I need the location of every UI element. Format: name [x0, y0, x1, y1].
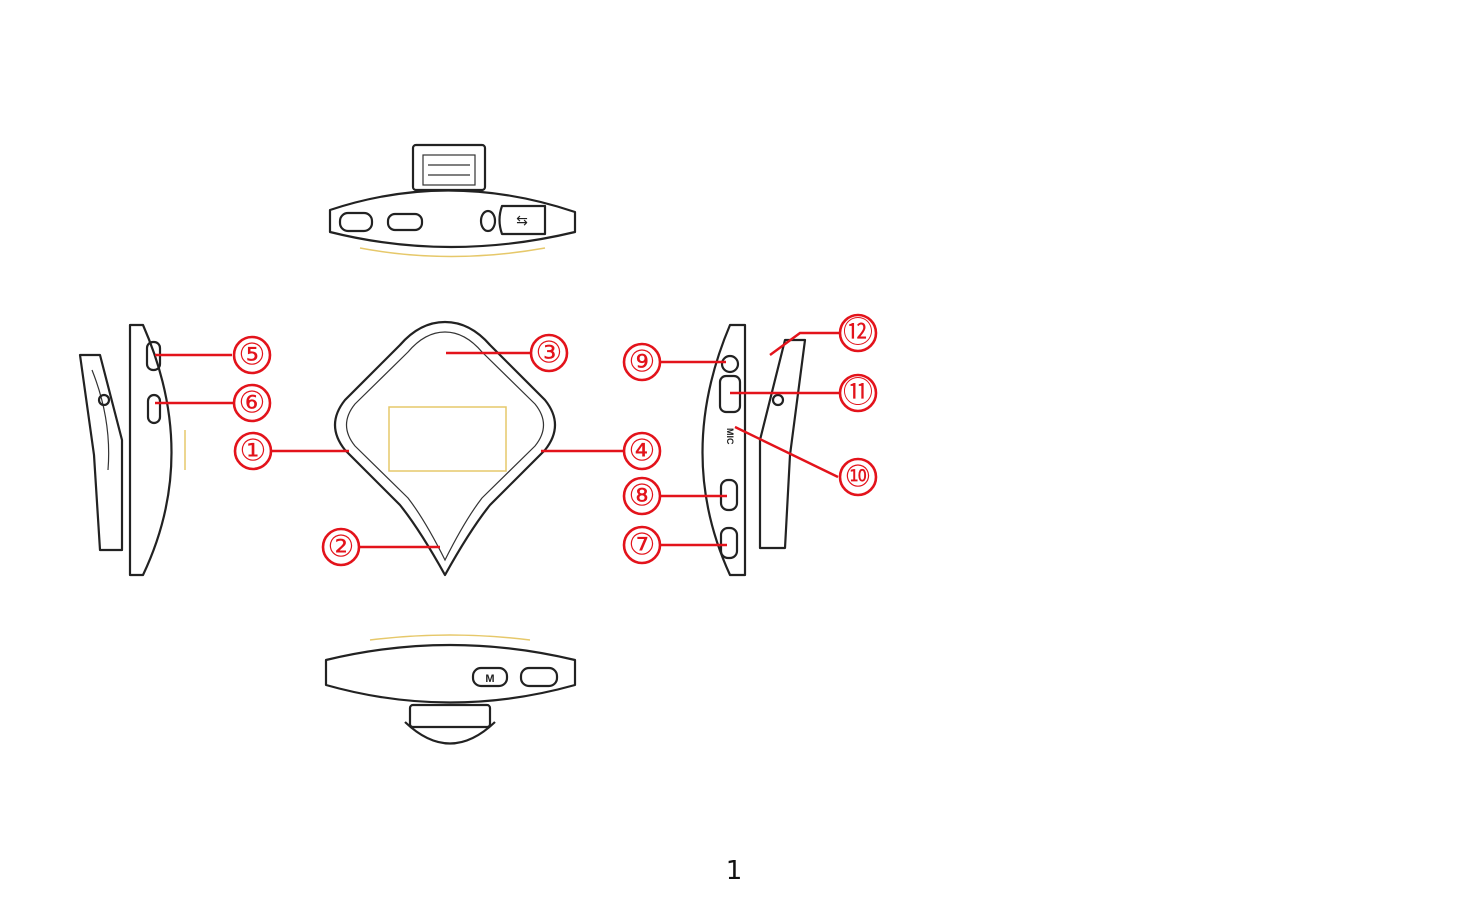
callout-3-label: ③ [536, 336, 563, 371]
callout-10: ⑩ [840, 459, 876, 495]
callout-5-label: ⑤ [239, 338, 266, 373]
callout-1-label: ① [240, 434, 267, 469]
callout-10-label: ⑩ [845, 460, 872, 495]
callout-7: ⑦ [624, 527, 660, 563]
callout-12-label: ⑫ [843, 316, 873, 351]
callout-4-label: ④ [629, 434, 656, 469]
callout-9: ⑨ [624, 344, 660, 380]
callout-2: ② [323, 529, 359, 565]
callout-9-label: ⑨ [629, 345, 656, 380]
page-number: 1 [722, 856, 746, 886]
callout-12: ⑫ [840, 315, 876, 351]
callout-2-label: ② [328, 530, 355, 565]
callout-5: ⑤ [234, 337, 270, 373]
mic-marking: MIC [725, 428, 735, 445]
front-view-device [335, 322, 555, 575]
bottom-view-device: M [326, 635, 575, 744]
left-side-device [80, 325, 185, 575]
svg-text:⇆: ⇆ [516, 213, 528, 229]
callout-3: ③ [531, 335, 567, 371]
callout-4: ④ [624, 433, 660, 469]
callout-6-label: ⑥ [239, 386, 266, 421]
callout-8-label: ⑧ [629, 479, 656, 514]
callout-1: ① [235, 433, 271, 469]
top-view-device: ⇆ [330, 145, 575, 257]
callout-8: ⑧ [624, 478, 660, 514]
callout-11: ⑪ [840, 375, 876, 411]
callout-11-label: ⑪ [843, 376, 873, 411]
callout-7-label: ⑦ [629, 528, 656, 563]
mode-key-marking: M [485, 673, 494, 685]
callout-6: ⑥ [234, 385, 270, 421]
